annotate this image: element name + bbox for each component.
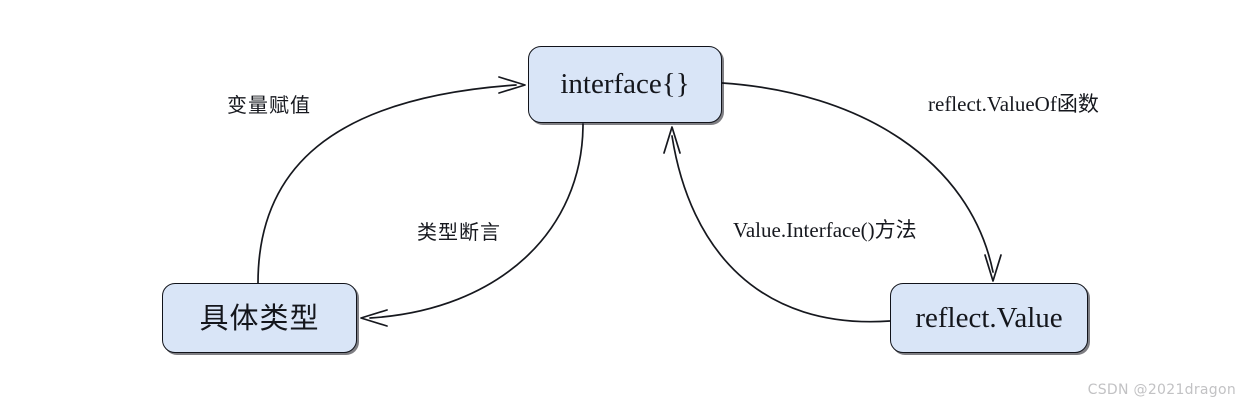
node-concrete-type[interactable]: 具体类型 bbox=[162, 283, 357, 353]
node-reflect-value[interactable]: reflect.Value bbox=[890, 283, 1088, 353]
edge-assign bbox=[257, 76, 526, 284]
node-interface-label: interface{} bbox=[560, 68, 690, 100]
node-reflect-value-label: reflect.Value bbox=[915, 301, 1063, 334]
edge-label-value-interface: Value.Interface()方法 bbox=[733, 218, 917, 242]
edge-interface-method bbox=[663, 126, 891, 323]
edge-label-type-assertion: 类型断言 bbox=[417, 220, 501, 244]
node-concrete-type-label: 具体类型 bbox=[199, 300, 320, 335]
edge-assert bbox=[360, 123, 584, 327]
edge-label-assign: 变量赋值 bbox=[227, 93, 311, 117]
edge-valueof bbox=[721, 82, 1002, 282]
watermark: CSDN @2021dragon bbox=[1087, 382, 1236, 398]
edge-label-reflect-valueof: reflect.ValueOf函数 bbox=[928, 92, 1099, 116]
node-interface[interactable]: interface{} bbox=[528, 46, 722, 123]
